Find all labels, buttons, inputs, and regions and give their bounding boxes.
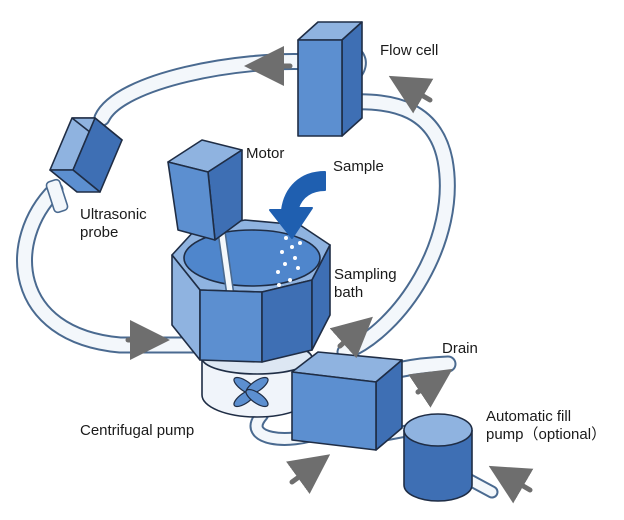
ultrasonic-probe xyxy=(45,117,123,214)
flow-arrows xyxy=(125,46,534,504)
arrow-block-in-icon xyxy=(286,454,331,494)
label-motor: Motor xyxy=(246,145,285,162)
sampling-bath xyxy=(171,219,331,363)
sample-particles xyxy=(276,236,302,287)
drain-valve-block xyxy=(291,351,403,451)
motor xyxy=(167,139,243,241)
label-ultrasonic-probe: Ultrasonic probe xyxy=(80,206,147,241)
automatic-fill-pump xyxy=(403,413,473,502)
tube-flowcell-to-probe xyxy=(93,53,321,127)
tube-pump-to-flowcell xyxy=(336,93,456,361)
label-sample: Sample xyxy=(333,158,384,175)
tube-probe-to-bath xyxy=(16,181,209,354)
sample-arrow-icon xyxy=(269,171,326,239)
label-automatic-fill-pump: Automatic fill pump（optional） xyxy=(486,408,607,443)
label-sampling-bath: Sampling bath xyxy=(334,266,397,301)
arrow-pump-out-icon xyxy=(329,316,373,359)
label-flow-cell: Flow cell xyxy=(380,42,439,59)
label-drain: Drain xyxy=(442,340,478,357)
arrow-fill-in-icon xyxy=(488,465,534,504)
arrow-flowcell-in-icon xyxy=(388,75,434,114)
label-centrifugal-pump: Centrifugal pump xyxy=(80,422,195,439)
arrow-drain-icon xyxy=(408,368,453,408)
flow-cell xyxy=(297,21,363,137)
impeller-icon xyxy=(233,376,269,408)
